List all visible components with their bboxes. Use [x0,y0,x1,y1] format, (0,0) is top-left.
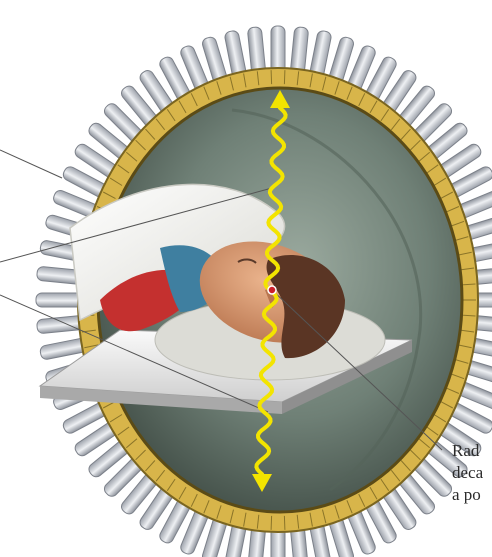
detector-ring-segment [271,70,272,84]
annihilation-point-icon [268,286,276,294]
detector-ring-segment [271,516,272,530]
detector-crystal-icon [271,26,285,74]
callout-line-1: Rad [452,441,479,461]
leader-line-detector [0,150,62,178]
detector-ring-segment [284,516,285,530]
callout-line-3: a po [452,485,481,505]
callout-line-2: deca [452,463,483,483]
detector-ring-segment [284,70,285,84]
